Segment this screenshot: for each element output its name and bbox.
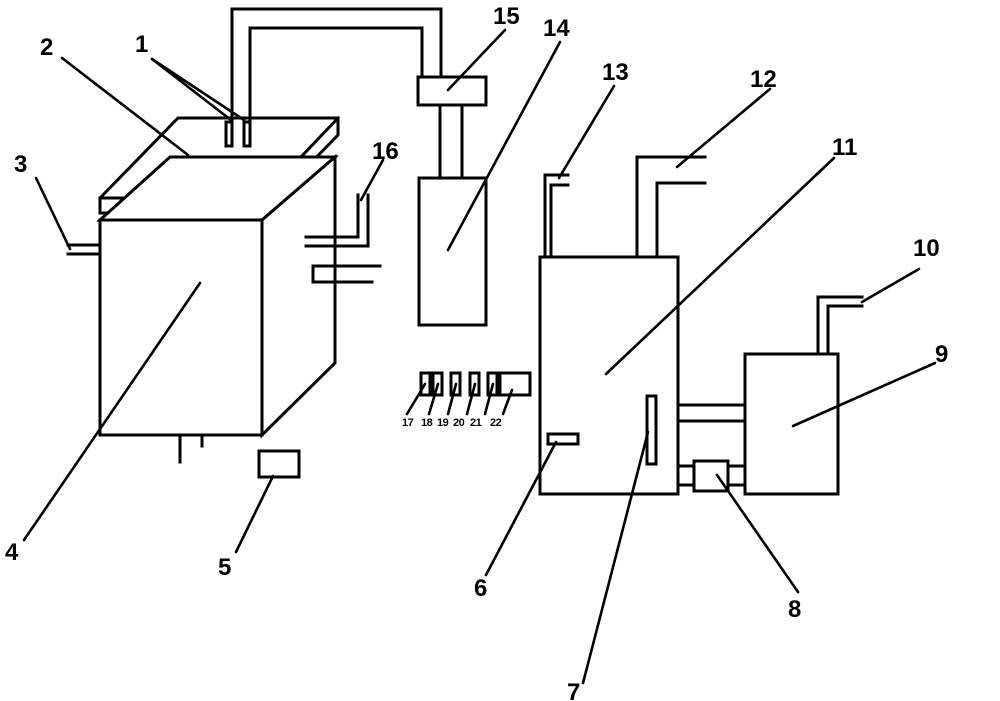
pipe-13 bbox=[543, 173, 570, 259]
label-21: 21 bbox=[470, 417, 482, 429]
electrodes bbox=[224, 120, 252, 148]
label-3: 3 bbox=[14, 151, 27, 178]
label-4: 4 bbox=[5, 539, 19, 566]
label-11: 11 bbox=[832, 134, 857, 161]
label-8: 8 bbox=[788, 596, 801, 623]
connector-15 bbox=[416, 75, 488, 180]
label-1: 1 bbox=[135, 31, 148, 58]
pipe-16 bbox=[304, 193, 370, 248]
label-10: 10 bbox=[913, 235, 940, 262]
pipe-11-9 bbox=[676, 403, 747, 493]
pipe-10 bbox=[816, 295, 864, 356]
label-14: 14 bbox=[543, 15, 570, 42]
label-15: 15 bbox=[493, 3, 520, 30]
sensor-6 bbox=[546, 432, 580, 446]
pipe-3 bbox=[66, 243, 102, 256]
label-18: 18 bbox=[421, 417, 433, 429]
heater-7 bbox=[645, 394, 658, 466]
label-9: 9 bbox=[935, 341, 948, 368]
electrode-wires bbox=[230, 7, 443, 124]
label-16: 16 bbox=[372, 138, 399, 165]
label-7: 7 bbox=[567, 679, 580, 701]
label-13: 13 bbox=[602, 59, 629, 86]
pipe-13-inner bbox=[549, 183, 570, 259]
label-12: 12 bbox=[750, 66, 777, 93]
label-22: 22 bbox=[490, 417, 502, 429]
tank-9 bbox=[743, 352, 840, 496]
label-17: 17 bbox=[402, 417, 414, 429]
outlet-pipe bbox=[311, 264, 382, 284]
pipe-12 bbox=[635, 155, 707, 259]
leader-lines bbox=[22, 28, 937, 685]
main-tank bbox=[96, 153, 340, 439]
label-20: 20 bbox=[453, 417, 465, 429]
bottom-pipe bbox=[178, 433, 301, 479]
label-6: 6 bbox=[474, 575, 487, 602]
pump-5 bbox=[257, 449, 301, 479]
label-2: 2 bbox=[40, 34, 53, 61]
pump-8 bbox=[692, 459, 730, 493]
label-5: 5 bbox=[218, 554, 231, 581]
label-19: 19 bbox=[437, 417, 449, 429]
